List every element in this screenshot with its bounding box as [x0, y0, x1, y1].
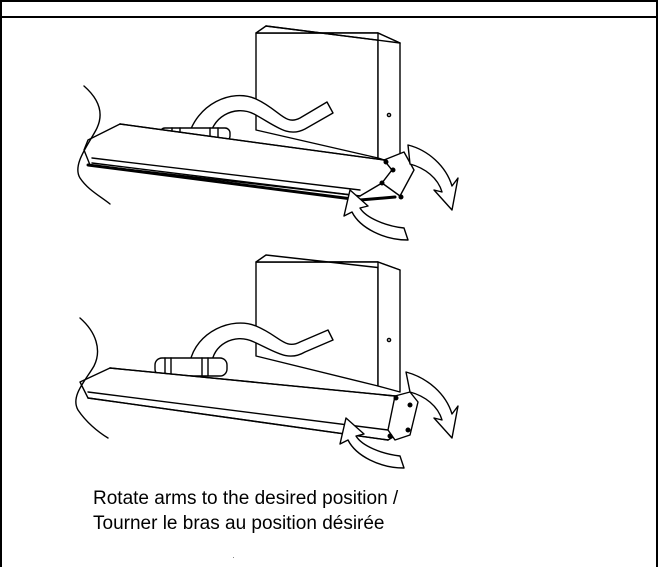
rotate-arrow-down	[407, 144, 459, 211]
break-line	[75, 317, 109, 439]
lamp-figure-2	[75, 254, 459, 469]
panel-divider	[0, 16, 658, 18]
rotate-arrow-up	[343, 189, 409, 241]
lamp-arm	[189, 322, 334, 365]
scan-speck	[233, 557, 234, 558]
caption-french: Tourner le bras au position désirée	[93, 513, 385, 534]
rotate-arrow-down	[405, 371, 459, 439]
wall-plate	[255, 25, 401, 166]
break-line	[77, 85, 111, 205]
lamp-bar	[79, 367, 419, 441]
instruction-caption: Rotate arms to the desired position / To…	[93, 486, 398, 536]
caption-english: Rotate arms to the desired position /	[93, 488, 399, 509]
rotate-arrow-up	[339, 417, 405, 469]
lamp-bar	[83, 123, 415, 202]
lamp-arm	[187, 94, 334, 141]
wall-plate	[255, 254, 401, 393]
lamp-figure-1	[77, 25, 459, 241]
